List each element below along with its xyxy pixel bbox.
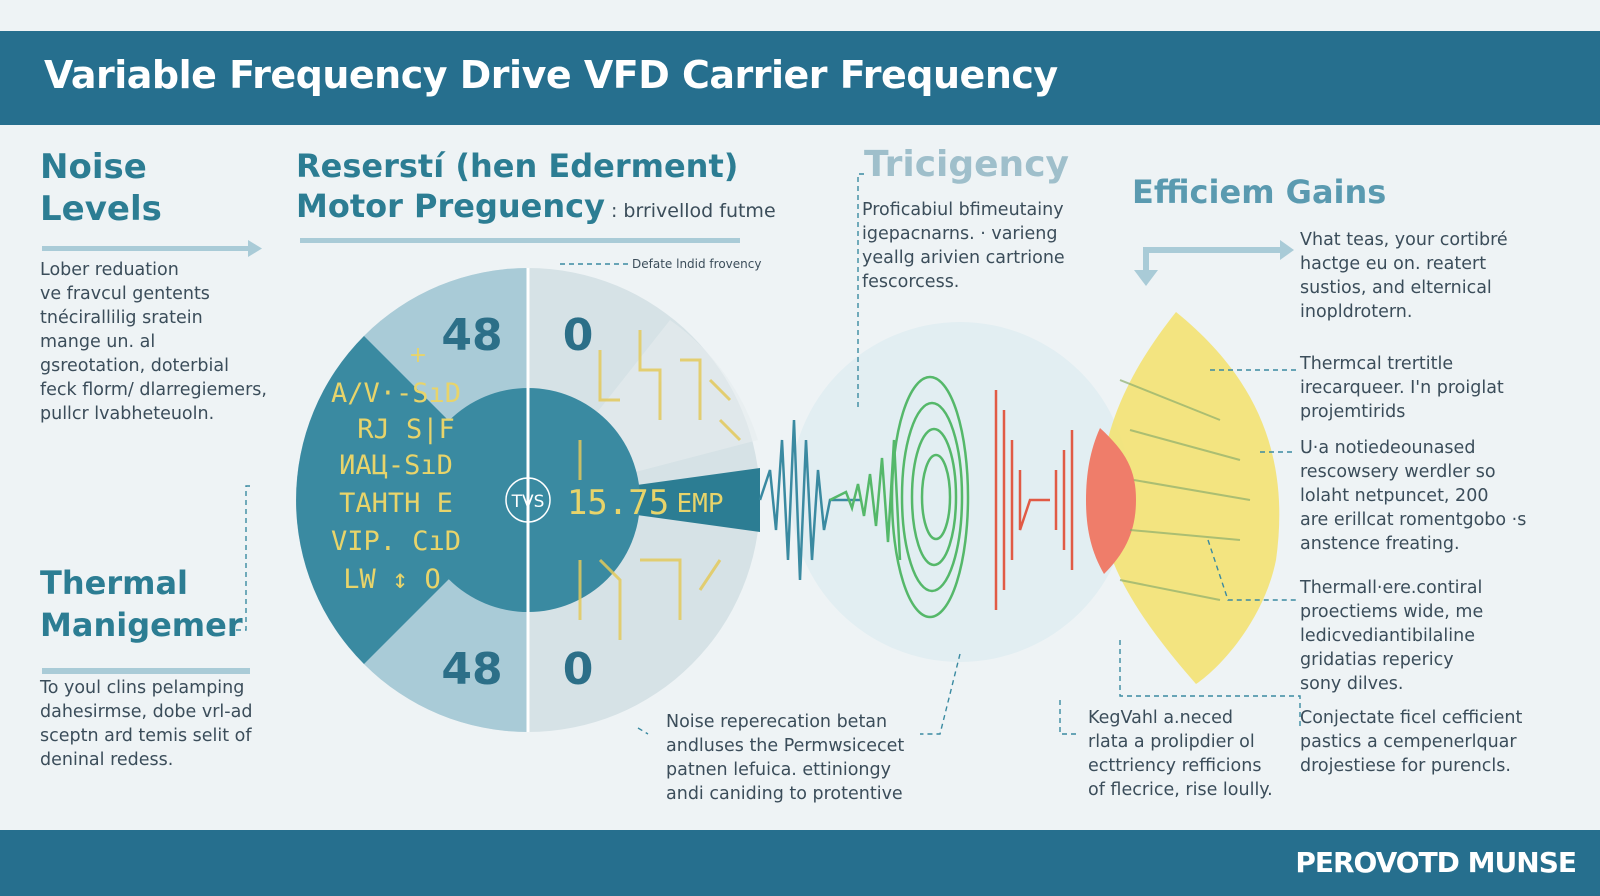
- green-ring-2: [900, 401, 964, 593]
- gold-mark-bottom: [578, 558, 722, 640]
- bottom-note-1: Noise reperecation betan andluses the Pe…: [666, 712, 905, 804]
- thermal-body: To youl clins pelamping dahesirmse, dobe…: [40, 678, 253, 770]
- motor-subtitle: : brrivellod futme: [610, 200, 776, 222]
- yellow-lens: [1100, 312, 1280, 684]
- efficiency-arrow-path: [1143, 247, 1280, 270]
- brand-logo: PEROVOTD MUNSE: [1295, 846, 1577, 879]
- thermal-connector: [236, 485, 250, 631]
- tricigency-heading: Tricigency: [864, 144, 1069, 185]
- bottom-note-2: KegVahl a.neced rlata a prolipdier ol ec…: [1088, 708, 1273, 800]
- red-lens-edge: [1086, 428, 1136, 574]
- kegval-connector: [1059, 700, 1078, 735]
- title-banner: Variable Frequency Drive VFD Carrier Fre…: [0, 31, 1600, 125]
- red-wave-path: [994, 390, 1074, 610]
- noise-underline-arrow: [248, 240, 262, 257]
- motor-underline: [300, 238, 740, 243]
- value-top-right: 0: [563, 310, 594, 361]
- green-ring-3: [910, 427, 958, 567]
- disc-right-beam: [528, 468, 760, 532]
- connectors: [236, 173, 1301, 735]
- right-note-2: U·a notiedeounased rescowsery werdler so…: [1300, 438, 1527, 554]
- value-bottom-right: 0: [563, 644, 594, 695]
- gold-marks: [578, 330, 742, 640]
- thermal-heading: Thermal Manigemer: [40, 564, 243, 644]
- left-label-6: LW ↕ O: [343, 564, 441, 595]
- value-top-left: 48: [441, 310, 502, 361]
- gold-mark-top: [598, 330, 732, 420]
- disc-left-wedge: [296, 336, 528, 664]
- noise-body: Lober reduation ve fravcul gentents tnéc…: [40, 260, 267, 424]
- tricigency-connector: [857, 173, 864, 410]
- efficiency-arrow-head: [1280, 240, 1294, 260]
- conjectate-connector: [1119, 640, 1301, 728]
- blue-waveform: [758, 419, 860, 581]
- thermal-underline: [42, 668, 250, 674]
- hub-ring: [505, 477, 551, 523]
- footer-bar: PEROVOTD MUNSE: [0, 830, 1600, 896]
- right-note-1: Thermcal trertitle irecarqueer. I'n proi…: [1300, 354, 1504, 422]
- green-wave-path: [829, 439, 902, 561]
- noise-heading: Noise Levels: [40, 147, 162, 229]
- noise-bottom-connector: [920, 653, 961, 735]
- tricigency-body: Proficabiul bfimeutainy igepacnarns. · v…: [862, 200, 1065, 292]
- green-ring-4: [920, 453, 952, 541]
- lens-line-set: [1119, 379, 1251, 601]
- efficiency-heading-text: Efficiem Gains: [1132, 173, 1387, 211]
- motor-heading-line2: Motor Preguency: brrivellod futme: [296, 186, 776, 226]
- top-marker: +: [409, 343, 427, 368]
- gold-mark-mid: [578, 418, 742, 480]
- green-ring-1: [890, 375, 970, 619]
- efficiency-arrow: [1134, 240, 1294, 286]
- center-label: TVS: [511, 492, 545, 512]
- glow-circle: [790, 322, 1130, 662]
- right-note-3: Thermall·ere.contiral proectiems wide, m…: [1300, 578, 1484, 694]
- noise-arrow-tick: [637, 727, 649, 735]
- page-title: Variable Frequency Drive VFD Carrier Fre…: [44, 53, 1058, 97]
- motor-heading-main: Motor Preguency: [296, 187, 605, 225]
- value-bottom-left: 48: [441, 644, 502, 695]
- motor-heading-line1: Reserstí (hen Ederment): [296, 147, 739, 185]
- left-label-4: TAHTH E: [339, 488, 453, 519]
- main-disc: [296, 268, 760, 732]
- left-label-1: A/V·-SıD: [331, 378, 461, 409]
- efficiency-arrow-down: [1134, 270, 1158, 286]
- left-label-3: ИАЦ-SıD: [339, 450, 453, 481]
- center-unit: EMP: [677, 489, 724, 519]
- red-waveform: [994, 390, 1074, 610]
- thermall-connector: [1207, 539, 1296, 601]
- blue-wave-path: [758, 419, 860, 581]
- heading-underlines: [42, 238, 740, 674]
- noise-underline: [42, 246, 252, 251]
- green-waveform: [829, 375, 970, 619]
- motor-callout: Defate lndid frovency: [632, 257, 762, 271]
- left-labels: A/V·-SıD RJ S|F ИАЦ-SıD TAHTH E VІP. CıD…: [331, 378, 461, 595]
- bottom-note-3: Conjectate ficel cefficient pastics a ce…: [1300, 708, 1523, 776]
- efficiency-body: Vhat teas, your cortibré hactge eu on. r…: [1300, 230, 1508, 322]
- center-value: 15.75: [567, 483, 669, 523]
- left-label-5: VІP. CıD: [331, 526, 461, 557]
- left-label-2: RJ S|F: [357, 414, 455, 445]
- efficiency-heading: Efficiem Gains: [1132, 172, 1386, 212]
- lens-lines: [1119, 379, 1251, 601]
